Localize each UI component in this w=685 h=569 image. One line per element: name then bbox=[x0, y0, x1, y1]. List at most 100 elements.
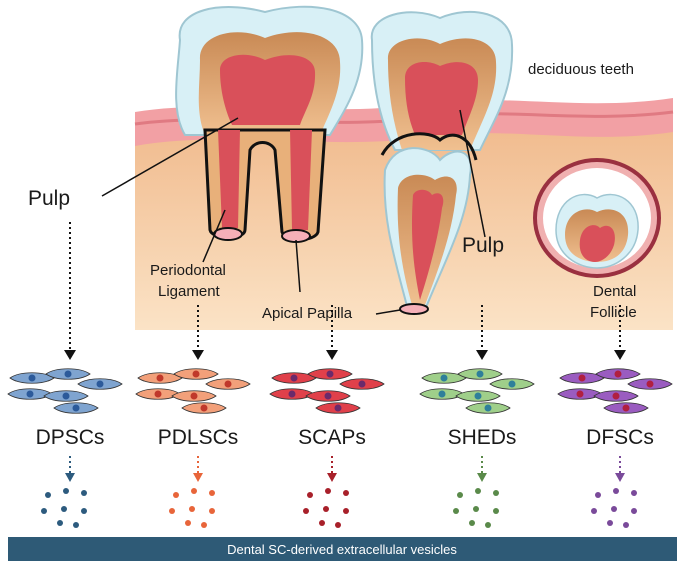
vesicle-dot bbox=[169, 508, 175, 514]
label-follicle: Follicle bbox=[590, 304, 637, 321]
cell-column-dfscs: DFSCs bbox=[557, 305, 673, 528]
molar-tooth bbox=[175, 5, 364, 243]
stem-cell bbox=[339, 378, 385, 390]
arrowhead bbox=[614, 350, 626, 360]
vesicle-dot bbox=[485, 522, 491, 528]
vesicle-dot bbox=[453, 508, 459, 514]
vesicle-dot bbox=[343, 508, 349, 514]
cell-column-sheds: SHEDs bbox=[419, 305, 535, 528]
arrowhead bbox=[476, 350, 488, 360]
cell-column-scaps: SCAPs bbox=[269, 305, 385, 528]
arrowhead bbox=[193, 473, 203, 482]
label-pulp-left: Pulp bbox=[28, 187, 70, 210]
vesicle-dot bbox=[493, 490, 499, 496]
vesicle-dot bbox=[41, 508, 47, 514]
stem-cell bbox=[489, 378, 535, 390]
vesicle-dot bbox=[61, 506, 67, 512]
stem-cell bbox=[627, 378, 673, 390]
stem-cell bbox=[455, 390, 501, 402]
vesicle-dot bbox=[81, 508, 87, 514]
label-dental: Dental bbox=[593, 283, 636, 300]
cell-column-pdlscs: PDLSCs bbox=[135, 305, 251, 528]
vesicle-dot bbox=[457, 492, 463, 498]
label-deciduous-teeth: deciduous teeth bbox=[528, 61, 634, 78]
stem-cell bbox=[77, 378, 123, 390]
label-ligament: Ligament bbox=[158, 283, 221, 300]
vesicle-dot bbox=[473, 506, 479, 512]
vesicle-dot bbox=[493, 508, 499, 514]
cell-columns: DPSCs PDLSCs SCAPs SHEDs DFSCs bbox=[7, 222, 673, 528]
vesicle-dot bbox=[63, 488, 69, 494]
vesicle-dot bbox=[45, 492, 51, 498]
cell-label-dpscs: DPSCs bbox=[36, 426, 105, 449]
arrowhead bbox=[477, 473, 487, 482]
dental-follicle bbox=[533, 158, 661, 278]
stem-cell bbox=[45, 368, 91, 380]
vesicle-dot bbox=[607, 520, 613, 526]
stem-cell bbox=[305, 390, 351, 402]
vesicle-dot bbox=[325, 488, 331, 494]
vesicle-dot bbox=[173, 492, 179, 498]
stem-cell bbox=[457, 368, 503, 380]
vesicle-dot bbox=[81, 490, 87, 496]
vesicle-dot bbox=[469, 520, 475, 526]
stem-cell bbox=[315, 402, 361, 414]
arrowhead bbox=[192, 350, 204, 360]
cell-label-scaps: SCAPs bbox=[298, 426, 366, 449]
vesicle-dot bbox=[623, 522, 629, 528]
footer-bar: Dental SC-derived extracellular vesicles bbox=[8, 537, 677, 561]
stem-cell bbox=[135, 388, 181, 400]
vesicle-dot bbox=[343, 490, 349, 496]
vesicle-dot bbox=[307, 492, 313, 498]
vesicle-dot bbox=[631, 490, 637, 496]
developing-tooth bbox=[383, 147, 472, 315]
vesicle-dot bbox=[189, 506, 195, 512]
vesicle-dot bbox=[73, 522, 79, 528]
vesicle-dot bbox=[595, 492, 601, 498]
label-pulp-right: Pulp bbox=[462, 234, 504, 257]
arrowhead bbox=[64, 350, 76, 360]
label-periodontal: Periodontal bbox=[150, 262, 226, 279]
vesicle-dot bbox=[191, 488, 197, 494]
vesicle-dot bbox=[201, 522, 207, 528]
vesicle-dot bbox=[475, 488, 481, 494]
deciduous-tooth bbox=[370, 10, 514, 161]
stem-cell bbox=[307, 368, 353, 380]
stem-cell bbox=[173, 368, 219, 380]
stem-cell bbox=[465, 402, 511, 414]
footer-text: Dental SC-derived extracellular vesicles bbox=[227, 542, 457, 557]
vesicle-dot bbox=[611, 506, 617, 512]
vesicle-dot bbox=[335, 522, 341, 528]
stem-cell bbox=[593, 390, 639, 402]
vesicle-dot bbox=[319, 520, 325, 526]
arrowhead bbox=[615, 473, 625, 482]
vesicle-dot bbox=[591, 508, 597, 514]
stem-cell bbox=[595, 368, 641, 380]
stem-cell bbox=[205, 378, 251, 390]
vesicle-dot bbox=[631, 508, 637, 514]
arrowhead bbox=[326, 350, 338, 360]
stem-cell bbox=[181, 402, 227, 414]
vesicle-dot bbox=[185, 520, 191, 526]
vesicle-dot bbox=[209, 508, 215, 514]
stem-cell bbox=[171, 390, 217, 402]
cell-label-sheds: SHEDs bbox=[448, 426, 517, 449]
vesicle-dot bbox=[209, 490, 215, 496]
stem-cell bbox=[53, 402, 99, 414]
vesicle-dot bbox=[613, 488, 619, 494]
vesicle-dot bbox=[303, 508, 309, 514]
stem-cell bbox=[419, 388, 465, 400]
arrowhead bbox=[65, 473, 75, 482]
stem-cell bbox=[43, 390, 89, 402]
cell-label-pdlscs: PDLSCs bbox=[158, 426, 239, 449]
pointer-lines bbox=[101, 109, 486, 315]
stem-cell bbox=[269, 388, 315, 400]
vesicle-dot bbox=[57, 520, 63, 526]
cell-label-dfscs: DFSCs bbox=[586, 426, 654, 449]
label-apical-papilla: Apical Papilla bbox=[262, 305, 353, 322]
stem-cell bbox=[557, 388, 603, 400]
vesicle-dot bbox=[323, 506, 329, 512]
arrowhead bbox=[327, 473, 337, 482]
